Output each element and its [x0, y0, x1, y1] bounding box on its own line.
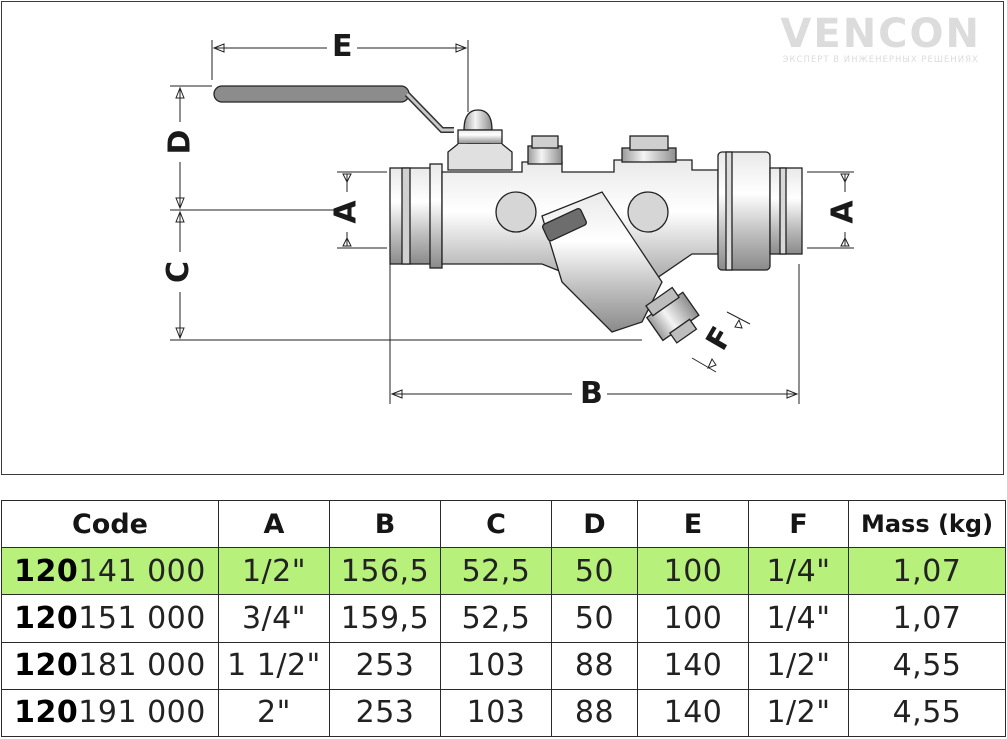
valve-drawing-svg [170, 40, 854, 404]
header-code: Code [1, 500, 219, 548]
cell-a: 1/2" [218, 546, 330, 596]
header-d: D [551, 500, 638, 548]
code-prefix: 120 [14, 648, 79, 684]
code-prefix: 120 [14, 553, 79, 589]
table-row: 120141 000 1/2" 156,5 52,5 50 100 1/4" 1… [1, 546, 1006, 596]
code-suffix: 191 000 [78, 695, 206, 731]
cell-mass: 4,55 [848, 688, 1006, 738]
cell-e: 100 [637, 594, 749, 643]
dimension-lines [170, 40, 854, 404]
dimension-label-d: D [162, 129, 198, 155]
dimension-label-b: B [580, 376, 603, 411]
code-prefix: 120 [14, 695, 79, 731]
dimension-label-e: E [332, 29, 353, 64]
cell-e: 100 [637, 546, 749, 596]
header-mass: Mass (kg) [848, 500, 1006, 548]
cell-d: 50 [551, 594, 638, 643]
watermark-logo: VENCON [780, 11, 981, 57]
cell-f: 1/2" [748, 688, 849, 738]
cell-c: 52,5 [440, 594, 552, 643]
cell-mass: 4,55 [848, 641, 1006, 690]
cell-code: 120141 000 [1, 546, 219, 596]
cell-f: 1/4" [748, 594, 849, 643]
header-b: B [329, 500, 441, 548]
dimension-label-a-left: A [328, 200, 364, 224]
table-row: 120181 000 1 1/2" 253 103 88 140 1/2" 4,… [1, 641, 1006, 690]
cell-c: 103 [440, 688, 552, 738]
table-header-row: Code A B C D E F Mass (kg) [1, 500, 1006, 548]
cell-code: 120181 000 [1, 641, 219, 690]
cell-f: 1/2" [748, 641, 849, 690]
cell-b: 156,5 [329, 546, 441, 596]
cell-f: 1/4" [748, 546, 849, 596]
cell-c: 52,5 [440, 546, 552, 596]
header-a: A [218, 500, 330, 548]
vencon-watermark: VENCON ЭКСПЕРТ В ИНЖЕНЕРНЫХ РЕШЕНИЯХ [780, 14, 981, 66]
cell-code: 120151 000 [1, 594, 219, 643]
cell-mass: 1,07 [848, 546, 1006, 596]
code-suffix: 181 000 [78, 648, 206, 684]
code-prefix: 120 [14, 600, 79, 636]
table-row: 120191 000 2" 253 103 88 140 1/2" 4,55 [1, 688, 1006, 738]
header-c: C [440, 500, 552, 548]
cell-a: 2" [218, 688, 330, 738]
cell-mass: 1,07 [848, 594, 1006, 643]
cell-a: 1 1/2" [218, 641, 330, 690]
code-suffix: 151 000 [78, 600, 206, 636]
dimension-label-a-right: A [825, 200, 861, 224]
cell-b: 253 [329, 641, 441, 690]
header-e: E [637, 500, 749, 548]
valve-body [213, 85, 803, 344]
cell-d: 50 [551, 546, 638, 596]
table-row: 120151 000 3/4" 159,5 52,5 50 100 1/4" 1… [1, 594, 1006, 643]
watermark-tagline: ЭКСПЕРТ В ИНЖЕНЕРНЫХ РЕШЕНИЯХ [782, 55, 979, 65]
cell-d: 88 [551, 641, 638, 690]
specification-table: Code A B C D E F Mass (kg) 120141 000 1/… [1, 500, 1006, 738]
dimension-label-c: C [161, 260, 197, 284]
cell-e: 140 [637, 641, 749, 690]
cell-b: 253 [329, 688, 441, 738]
cell-a: 3/4" [218, 594, 330, 643]
code-suffix: 141 000 [78, 553, 206, 589]
header-f: F [748, 500, 849, 548]
cell-c: 103 [440, 641, 552, 690]
cell-e: 140 [637, 688, 749, 738]
technical-drawing: VENCON ЭКСПЕРТ В ИНЖЕНЕРНЫХ РЕШЕНИЯХ E D… [1, 1, 1004, 475]
cell-code: 120191 000 [1, 688, 219, 738]
cell-d: 88 [551, 688, 638, 738]
cell-b: 159,5 [329, 594, 441, 643]
